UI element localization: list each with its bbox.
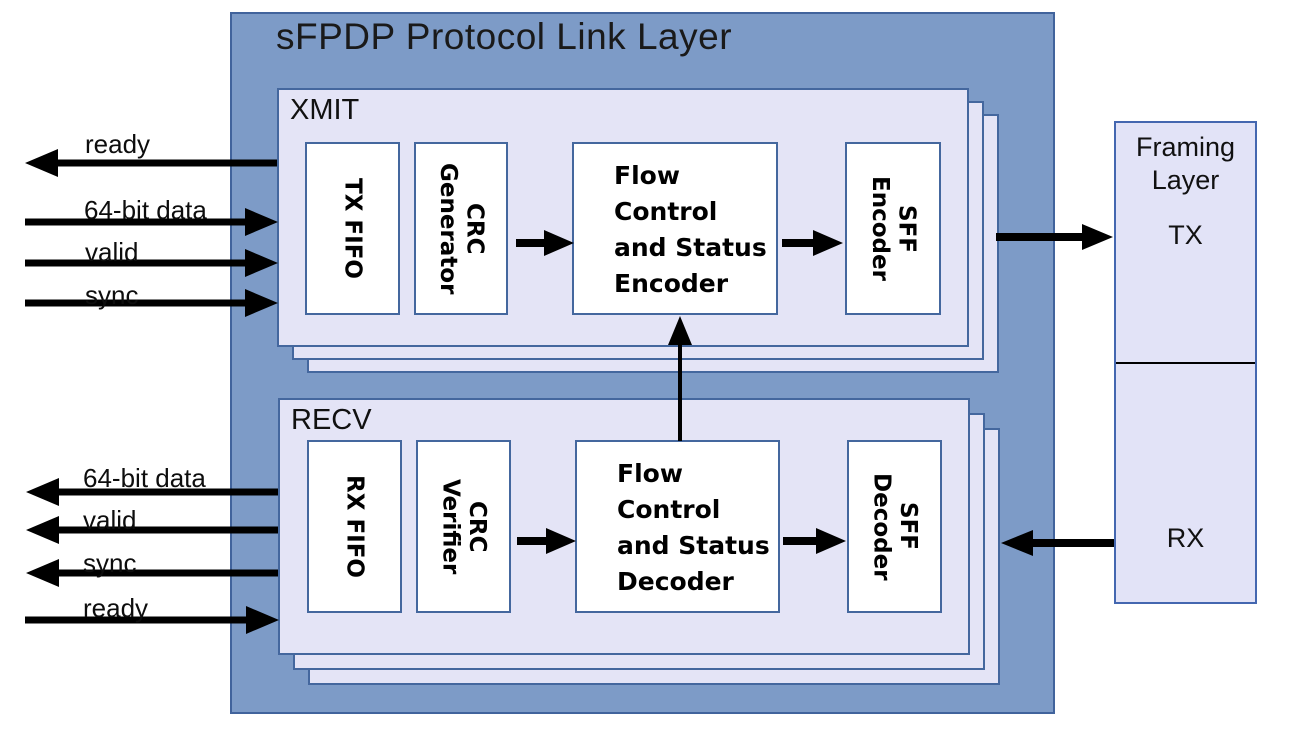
xmit-valid-label: valid (85, 237, 139, 267)
tx-fifo-label: TX FIFO (339, 178, 366, 279)
recv-ready-label: ready (83, 593, 149, 623)
sff-decoder-block: SFF Decoder (847, 440, 942, 613)
tx-fifo-block: TX FIFO (305, 142, 400, 315)
xmit-data-label: 64-bit data (84, 195, 207, 225)
crc-generator-label: CRC Generator (435, 162, 488, 295)
recv-data-label: 64-bit data (83, 463, 206, 493)
framing-layer-title: Framing Layer (1135, 132, 1236, 195)
crc-verifier-block: CRC Verifier (416, 440, 511, 613)
sff-decoder-label: SFF Decoder (868, 472, 921, 581)
recv-valid-label: valid (83, 505, 137, 535)
flow-control-encoder-label: Flow Control and Status Encoder (614, 161, 767, 298)
framing-tx-rx-divider (1116, 362, 1255, 364)
flow-control-decoder-label: Flow Control and Status Decoder (617, 459, 770, 596)
crc-verifier-label: CRC Verifier (437, 478, 490, 575)
xmit-sync-label: sync (85, 280, 139, 310)
flow-control-decoder-block: Flow Control and Status Decoder (575, 440, 780, 613)
framing-tx-label: TX (1168, 220, 1203, 250)
flow-control-encoder-block: Flow Control and Status Encoder (572, 142, 778, 315)
crc-generator-block: CRC Generator (414, 142, 508, 315)
recv-label: RECV (291, 404, 372, 436)
rx-fifo-block: RX FIFO (307, 440, 402, 613)
rx-fifo-label: RX FIFO (341, 475, 368, 578)
framing-layer-box: Framing Layer TX RX (1114, 121, 1257, 604)
sff-encoder-label: SFF Encoder (867, 176, 920, 281)
diagram-title: sFPDP Protocol Link Layer (276, 16, 733, 57)
sff-encoder-block: SFF Encoder (845, 142, 941, 315)
framing-rx-label: RX (1166, 523, 1205, 553)
recv-sync-label: sync (83, 548, 137, 578)
xmit-ready-label: ready (85, 129, 151, 159)
xmit-label: XMIT (290, 94, 360, 126)
